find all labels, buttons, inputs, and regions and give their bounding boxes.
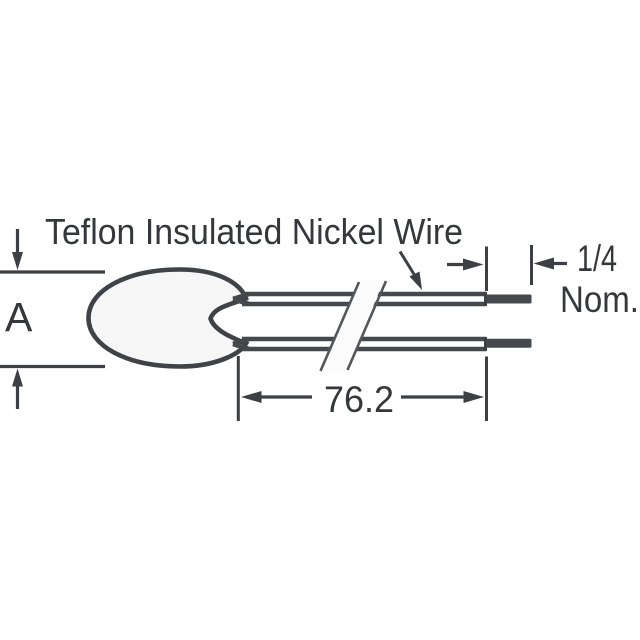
arrow-left-lead-head (241, 391, 262, 403)
pointer-arrow-shaft (398, 250, 416, 276)
arrow-down (12, 229, 23, 270)
lead-length-dimension: 76.2 (236, 356, 484, 421)
arrow-left (533, 257, 567, 270)
bottom-lead-wire (232, 336, 487, 352)
tip-length-dimension: 1/4 Nom. (447, 238, 639, 421)
break-line-right (346, 280, 388, 371)
arrow-left-lead (241, 391, 312, 403)
break-band (322, 280, 384, 372)
arrow-right-lead (401, 391, 484, 403)
arrow-right-lead-head (463, 391, 484, 403)
pointer-arrow-head (409, 271, 422, 290)
bead-body (86, 267, 250, 369)
top-lead-bare-tip (486, 294, 532, 304)
arrow-left-head (533, 257, 554, 270)
arrow-right (447, 258, 484, 271)
break-line-left (319, 281, 361, 372)
arrow-up (12, 368, 23, 409)
wire-break-symbol (319, 280, 388, 372)
label-pointer-arrow (398, 250, 422, 290)
bead-height-dimension: A (0, 229, 105, 409)
lead-length-value: 76.2 (324, 379, 394, 420)
bead-height-label: A (5, 294, 33, 340)
arrow-right-head (463, 258, 484, 271)
arrow-down-head (12, 252, 23, 270)
arrow-up-head (12, 368, 23, 387)
tip-length-qualifier: Nom. (560, 279, 639, 320)
tip-length-value: 1/4 (577, 238, 617, 279)
bottom-lead-bare-tip (486, 338, 532, 348)
wire-type-label: Teflon Insulated Nickel Wire (45, 211, 463, 252)
